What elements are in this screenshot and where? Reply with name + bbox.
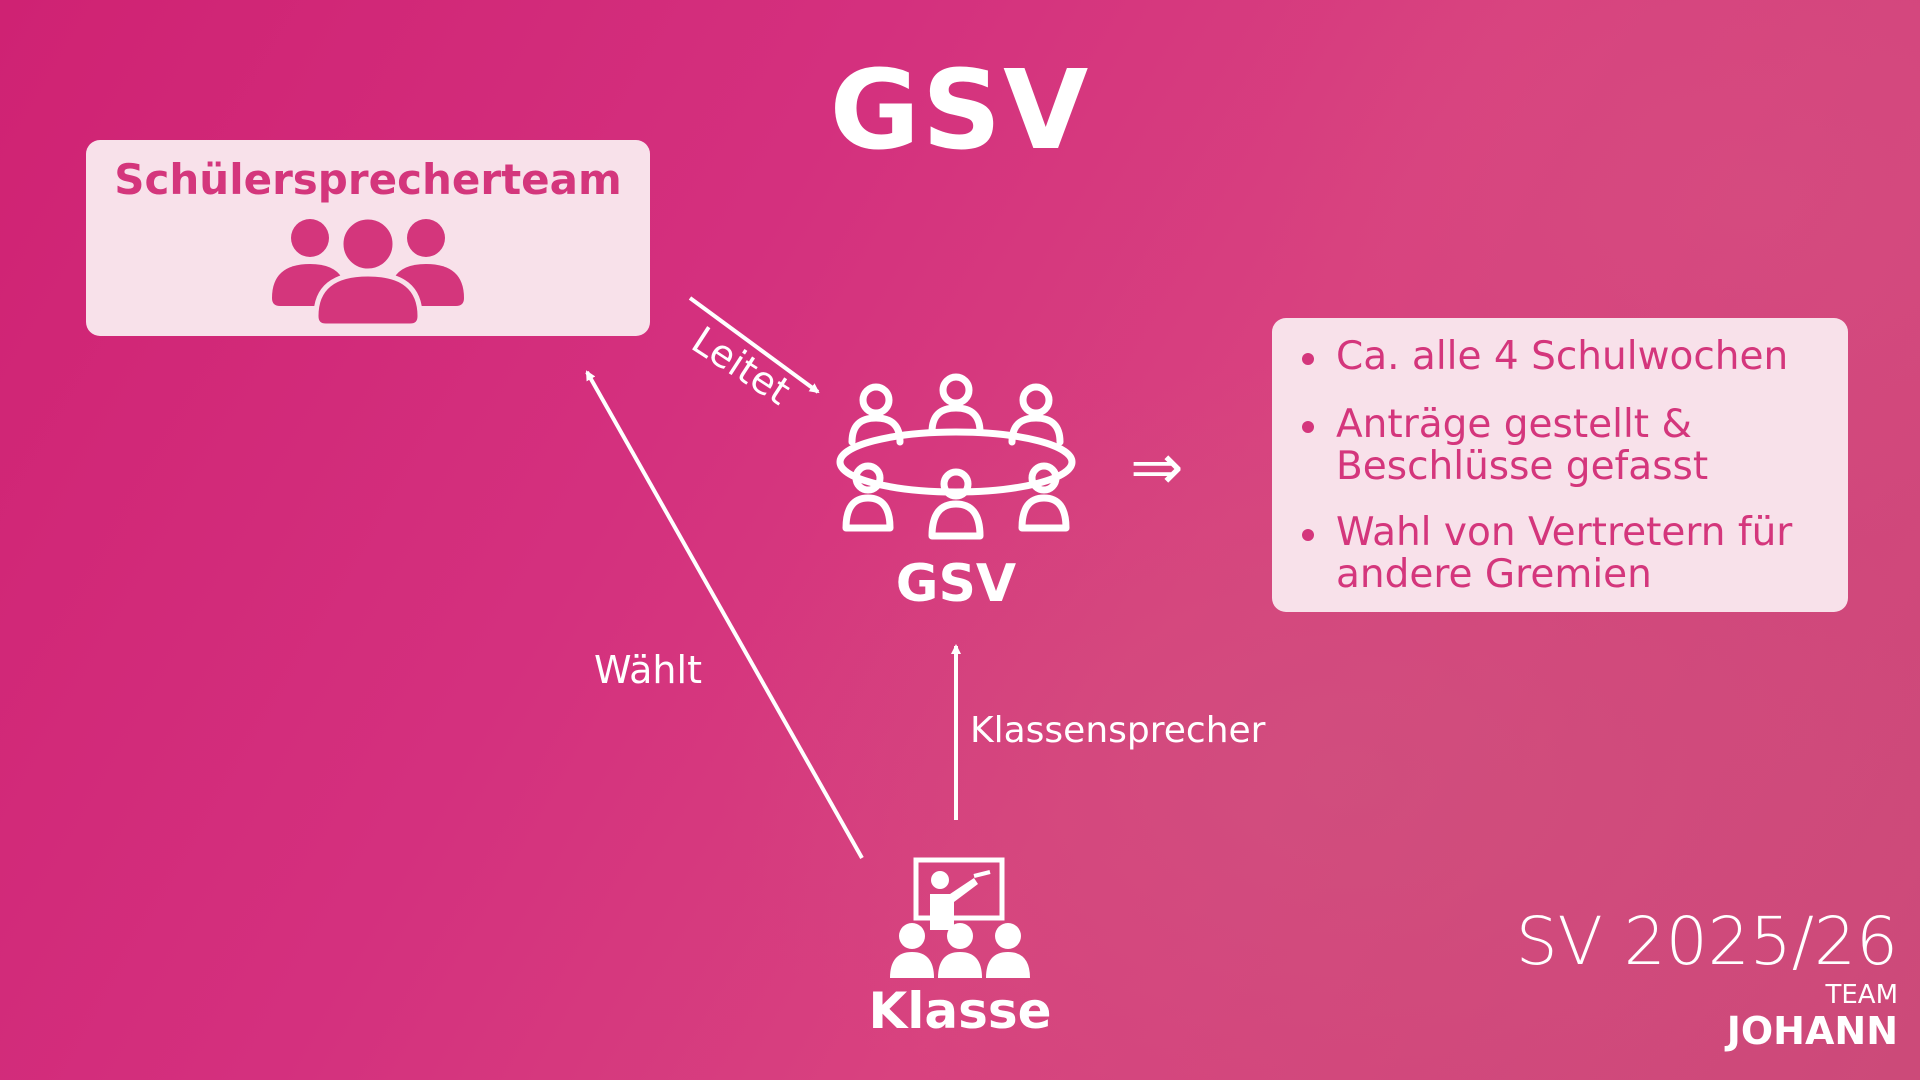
footer-year: SV 2025/26 xyxy=(1515,903,1898,980)
footer-name: JOHANN xyxy=(1726,1009,1898,1053)
waehlt-label: Wählt xyxy=(594,648,702,692)
gsv-node-label: GSV xyxy=(895,554,1017,614)
page-title: GSV xyxy=(829,46,1091,174)
classroom-icon xyxy=(890,857,1030,978)
schuelersprecherteam-label: Schülersprecherteam xyxy=(114,155,622,204)
footer-team: TEAM xyxy=(1825,980,1898,1010)
waehlt-arrow xyxy=(585,370,864,859)
list-item: Ca. alle 4 Schulwochen xyxy=(1298,336,1828,378)
gsv-info-box: Ca. alle 4 Schulwochen Anträge gestellt … xyxy=(1272,318,1848,612)
meeting-table-icon xyxy=(836,373,1076,540)
schuelersprecherteam-box: Schülersprecherteam xyxy=(86,140,650,336)
gsv-info-list: Ca. alle 4 Schulwochen Anträge gestellt … xyxy=(1298,336,1828,596)
list-item: Anträge gestellt & Beschlüsse gefasst xyxy=(1298,404,1828,488)
list-item: Wahl von Vertretern für andere Gremien xyxy=(1298,512,1828,596)
leitet-arrow xyxy=(688,296,820,394)
implies-arrow-icon: ⇒ xyxy=(1130,431,1184,505)
group-icon xyxy=(272,216,464,328)
klassensprecher-label: Klassensprecher xyxy=(970,710,1266,751)
klasse-node-label: Klasse xyxy=(868,982,1052,1040)
